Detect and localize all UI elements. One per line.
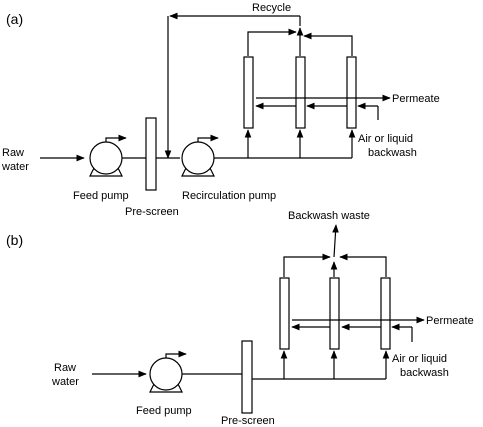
membrane-module-b-3 (380, 277, 391, 350)
pre-screen-label-a: Pre-screen (125, 206, 179, 218)
feed-pump-b (149, 350, 187, 393)
panel-a: (a) Recycle Permeate Air or liquid bac (1, 2, 440, 218)
backwash-waste-outlet (332, 224, 339, 258)
feed-manifold-b (252, 350, 390, 380)
feed-manifold-a (214, 129, 356, 159)
recirculation-pump-label: Recirculation pump (182, 190, 276, 202)
recycle-label: Recycle (252, 2, 291, 14)
membrane-module-b-1 (279, 277, 290, 350)
backwash-label-b-2: backwash (400, 367, 449, 379)
recirculation-pump (181, 134, 219, 177)
pre-screen-a (145, 117, 157, 191)
membrane-module-b-2 (329, 277, 340, 350)
pre-screen-label-b: Pre-screen (221, 415, 275, 427)
top-manifold-b (283, 253, 387, 277)
membrane-module-1 (243, 56, 254, 129)
backwash-label-b-1: Air or liquid (392, 353, 447, 365)
panel-b: (b) Backwash waste Permeate Air or liqui… (6, 210, 474, 427)
panel-b-label: (b) (6, 232, 23, 248)
permeate-header-b (291, 316, 425, 342)
recycle-line (164, 12, 301, 159)
raw-water-label-a-2: water (1, 161, 29, 173)
permeate-label-b: Permeate (426, 315, 474, 327)
feed-pump-label-b: Feed pump (136, 405, 192, 417)
permeate-header (255, 94, 391, 120)
backwash-waste-label: Backwash waste (288, 210, 370, 222)
panel-a-label: (a) (6, 11, 23, 27)
top-manifold (247, 27, 353, 56)
membrane-module-3 (346, 56, 357, 129)
raw-water-label-b-2: water (51, 376, 79, 388)
feed-pump-label-a: Feed pump (73, 190, 129, 202)
backwash-label-a-2: backwash (368, 147, 417, 159)
raw-water-label-b-1: Raw (54, 362, 76, 374)
pre-screen-b (241, 340, 253, 414)
permeate-label-a: Permeate (392, 93, 440, 105)
raw-water-label-a-1: Raw (2, 147, 24, 159)
backwash-label-a-1: Air or liquid (358, 133, 413, 145)
feed-pump-a (89, 134, 127, 177)
membrane-module-2 (295, 56, 306, 129)
